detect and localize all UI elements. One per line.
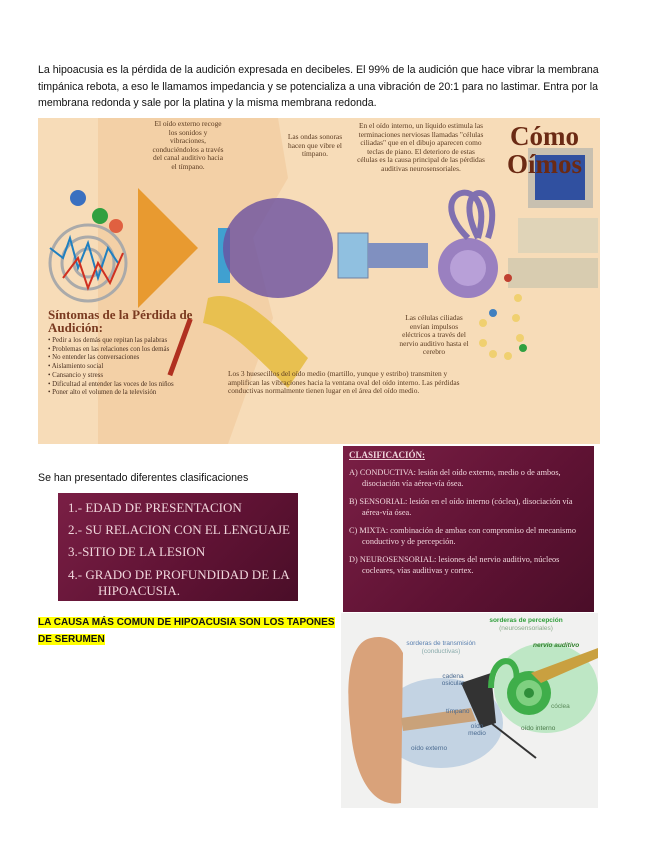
symptom-item: Poner alto el volumen de la televisión bbox=[48, 389, 218, 398]
classification-criteria-slide: 1.- EDAD DE PRESENTACION 2.- SU RELACION… bbox=[58, 493, 298, 601]
classification-item: D) NEUROSENSORIAL: lesiones del nervio a… bbox=[349, 555, 560, 575]
caption-inner-ear: En el oído interno, un líquido estimula … bbox=[357, 121, 485, 173]
criteria-item: 1.- EDAD DE PRESENTACION bbox=[68, 500, 242, 515]
caption-outer-ear: El oído externo recoge los sonidos y vib… bbox=[152, 119, 224, 171]
caption-ossicles: Los 3 huesecillos del oído medio (martil… bbox=[228, 369, 460, 396]
label-inner-ear: oído interno bbox=[521, 725, 556, 732]
criteria-item: 2.- SU RELACION CON EL LENGUAJE bbox=[68, 522, 290, 537]
label-perception: sorderas de percepción bbox=[489, 617, 563, 624]
symptoms-box: Síntomas de la Pérdida de Audición: Pedi… bbox=[48, 308, 218, 398]
intro-paragraph: La hipoacusia es la pérdida de la audici… bbox=[38, 64, 599, 109]
label-middle-ear: oído medio bbox=[468, 723, 486, 737]
label-cochlea: cóclea bbox=[551, 703, 570, 710]
ear-anatomy-drawing bbox=[348, 636, 598, 804]
classifications-intro: Se han presentado diferentes clasificaci… bbox=[38, 472, 249, 484]
classification-item: A) CONDUCTIVA: lesión del oído externo, … bbox=[349, 468, 561, 488]
classification-item: B) SENSORIAL: lesión en el oído interno … bbox=[349, 497, 573, 517]
classification-item: C) MIXTA: combinación de ambas con compr… bbox=[349, 526, 576, 546]
title-line2: Oímos bbox=[506, 149, 582, 179]
label-ossicular-chain: cadena osicular bbox=[441, 673, 465, 687]
symptom-item: Problemas en las relaciones con los demá… bbox=[48, 346, 218, 355]
ear-anatomy-diagram: sorderas de transmisión (conductivas) so… bbox=[341, 613, 598, 808]
criteria-item: 4.- GRADO DE PROFUNDIDAD DE LA bbox=[68, 567, 290, 582]
symptom-item: No entender las conversaciones bbox=[48, 354, 218, 363]
title-line1: Cómo bbox=[509, 121, 579, 151]
caption-hair-cells: Las células ciliadas envían impulsos elé… bbox=[399, 313, 469, 357]
label-conductive: (conductivas) bbox=[421, 648, 461, 655]
highlighted-cause: LA CAUSA MÁS COMUN DE HIPOACUSIA SON LOS… bbox=[38, 614, 338, 648]
symptom-item: Dificultad al entender las voces de los … bbox=[48, 381, 218, 390]
cause-text: LA CAUSA MÁS COMUN DE HIPOACUSIA SON LOS… bbox=[38, 617, 335, 645]
symptom-item: Aislamiento social bbox=[48, 363, 218, 372]
criteria-item: 3.-SITIO DE LA LESION bbox=[68, 544, 206, 559]
label-outer-ear: oído externo bbox=[411, 745, 448, 752]
symptom-item: Cansancio y stress bbox=[48, 372, 218, 381]
symptom-item: Pedir a los demás que repitan las palabr… bbox=[48, 337, 218, 346]
classification-title: CLASIFICACIÓN: bbox=[349, 450, 426, 460]
label-transmission: sorderas de transmisión bbox=[406, 640, 476, 647]
symptoms-title: Síntomas de la Pérdida de Audición: bbox=[48, 307, 193, 335]
label-neurosensorial: (neurosensoriales) bbox=[499, 625, 553, 632]
label-auditory-nerve: nervio auditivo bbox=[533, 642, 580, 649]
caption-sound-waves: Las ondas sonoras hacen que vibre el tím… bbox=[287, 132, 343, 159]
criteria-item: HIPOACUSIA. bbox=[98, 583, 180, 598]
label-eardrum: tímpano bbox=[446, 708, 470, 715]
classification-slide: CLASIFICACIÓN: A) CONDUCTIVA: lesión del… bbox=[343, 446, 594, 612]
